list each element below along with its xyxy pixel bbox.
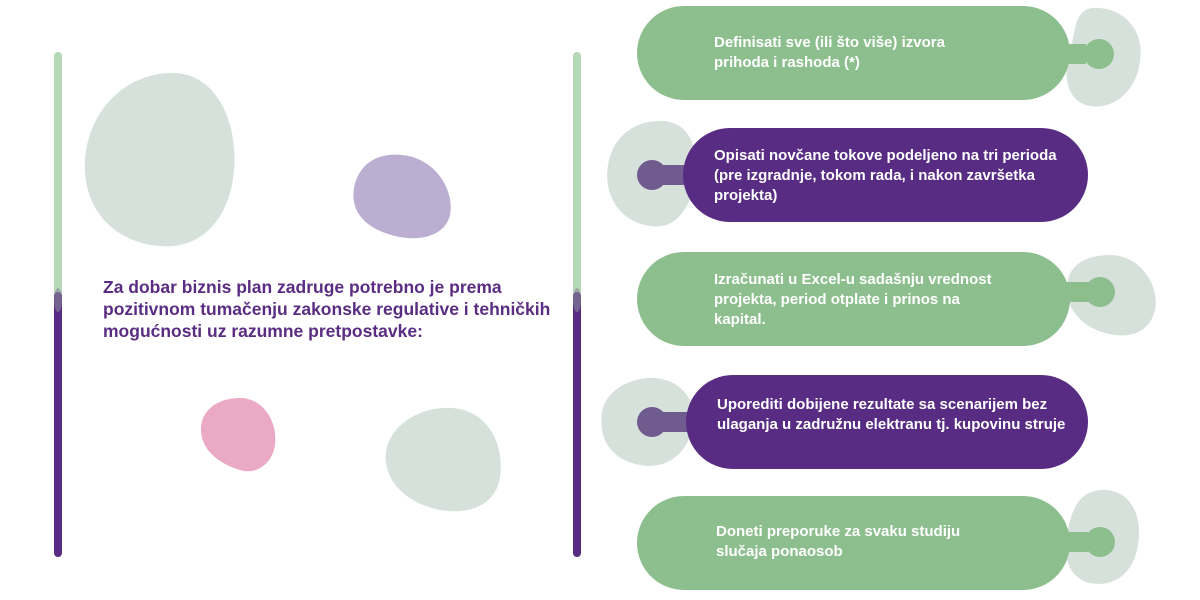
step-3-pill: Izračunati u Excel-u sadašnju vrednost p… <box>637 252 1070 346</box>
blob-gray-small <box>385 407 501 512</box>
step-4-pill: Uporediti dobijene rezultate sa scenarij… <box>686 375 1088 469</box>
left-vertical-bar <box>54 52 62 557</box>
blob-lavender <box>353 154 451 239</box>
connector-4 <box>601 377 695 466</box>
step-3-text: Izračunati u Excel-u sadašnju vrednost p… <box>714 271 992 328</box>
step-1-text: Definisati sve (ili što više) izvora pri… <box>714 34 945 71</box>
intro-text: Za dobar biznis plan zadruge potrebno je… <box>103 277 551 341</box>
blob-gray-large <box>84 72 235 247</box>
connector-3 <box>1058 255 1156 336</box>
step-5-pill: Doneti preporuke za svaku studiju slučaj… <box>637 496 1070 590</box>
step-4-text: Uporediti dobijene rezultate sa scenarij… <box>717 396 1066 433</box>
step-2-pill: Opisati novčane tokove podeljeno na tri … <box>683 128 1088 222</box>
center-vertical-bar <box>573 52 581 557</box>
blob-pink <box>200 398 276 472</box>
connector-5 <box>1058 489 1140 584</box>
connector-1 <box>1058 7 1141 107</box>
step-5-text: Doneti preporuke za svaku studiju slučaj… <box>716 523 961 560</box>
step-1-pill: Definisati sve (ili što više) izvora pri… <box>637 6 1070 100</box>
step-2-text: Opisati novčane tokove podeljeno na tri … <box>714 147 1057 204</box>
